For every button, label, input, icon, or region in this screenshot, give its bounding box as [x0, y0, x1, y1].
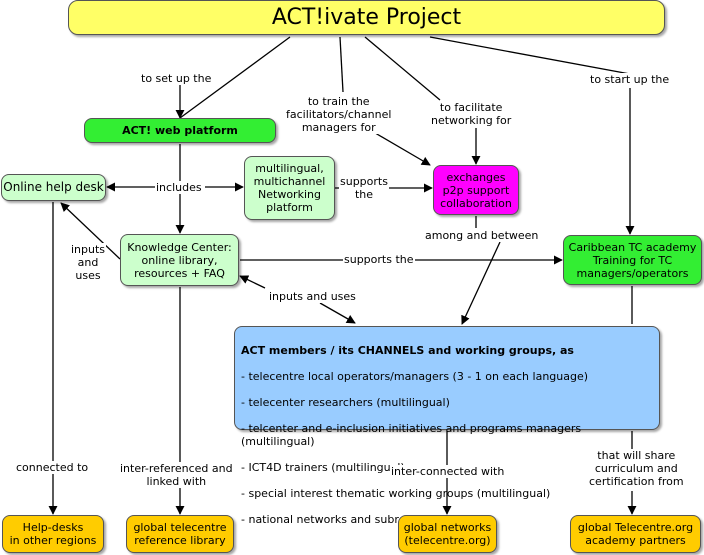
label-supports-the-2: supports the: [343, 253, 415, 266]
label-among-and-between: among and between: [424, 229, 540, 242]
helpdesks-other-regions-node: Help-desks in other regions: [2, 515, 104, 553]
online-help-desk-node: Online help desk: [1, 174, 106, 201]
label-to-train: to train the facilitators/channel manage…: [285, 95, 393, 134]
edge-title-to-exchanges-train: [339, 36, 344, 93]
label-to-facilitate: to facilitate networking for: [430, 101, 513, 127]
label-inter-referenced: inter-referenced and linked with: [119, 462, 234, 488]
label-will-share: that will share curriculum and certifica…: [588, 449, 685, 488]
academy-partners-node: global Telecentre.org academy partners: [570, 515, 701, 553]
exchanges-node: exchanges p2p support collaboration: [433, 165, 519, 215]
knowledge-center-node: Knowledge Center: online library, resour…: [120, 234, 239, 286]
members-line: - telecenter researchers (multilingual): [241, 396, 450, 409]
edge-knowledge-to-helpdesk: [60, 202, 121, 260]
edge-among-to-members: [461, 241, 501, 325]
edge-title-to-web-platform: [179, 36, 291, 119]
members-line: - telecentre local operators/managers (3…: [241, 370, 589, 383]
label-inputs-and-uses-2: inputs and uses: [268, 290, 357, 303]
label-includes: includes: [155, 181, 203, 194]
edge-inputs-to-knowledge: [239, 275, 266, 289]
edge-inputs-to-members: [319, 302, 356, 324]
edge-title-to-caribbean: [429, 36, 631, 75]
edge-train-to-exchanges: [369, 129, 431, 166]
reference-library-node: global telecentre reference library: [126, 515, 234, 553]
label-to-start-up: to start up the: [589, 73, 671, 86]
global-networks-node: global networks (telecentre.org): [398, 515, 497, 553]
edge-title-to-facilitate: [364, 36, 441, 101]
members-line: - ICT4D trainers (multilingual): [241, 461, 405, 474]
label-connected-to: connected to: [15, 461, 90, 474]
act-members-node: ACT members / its CHANNELS and working g…: [234, 326, 660, 526]
label-supports-the-1: supports the: [339, 175, 389, 201]
networking-platform-node: multilingual, multichannel Networking pl…: [244, 156, 335, 220]
members-line: - special interest thematic working grou…: [241, 487, 551, 500]
project-title-node: ACT!ivate Project: [68, 0, 665, 35]
label-inputs-and-uses-1: inputs and uses: [70, 243, 107, 282]
label-inter-connected: inter-connected with: [390, 465, 506, 478]
label-to-set-up: to set up the: [140, 72, 213, 85]
members-heading: ACT members / its CHANNELS and working g…: [241, 344, 574, 357]
members-line: - telcenter and e-inclusion initiatives …: [241, 422, 582, 448]
caribbean-academy-node: Caribbean TC academy Training for TC man…: [563, 235, 702, 285]
web-platform-node: ACT! web platform: [84, 118, 276, 143]
